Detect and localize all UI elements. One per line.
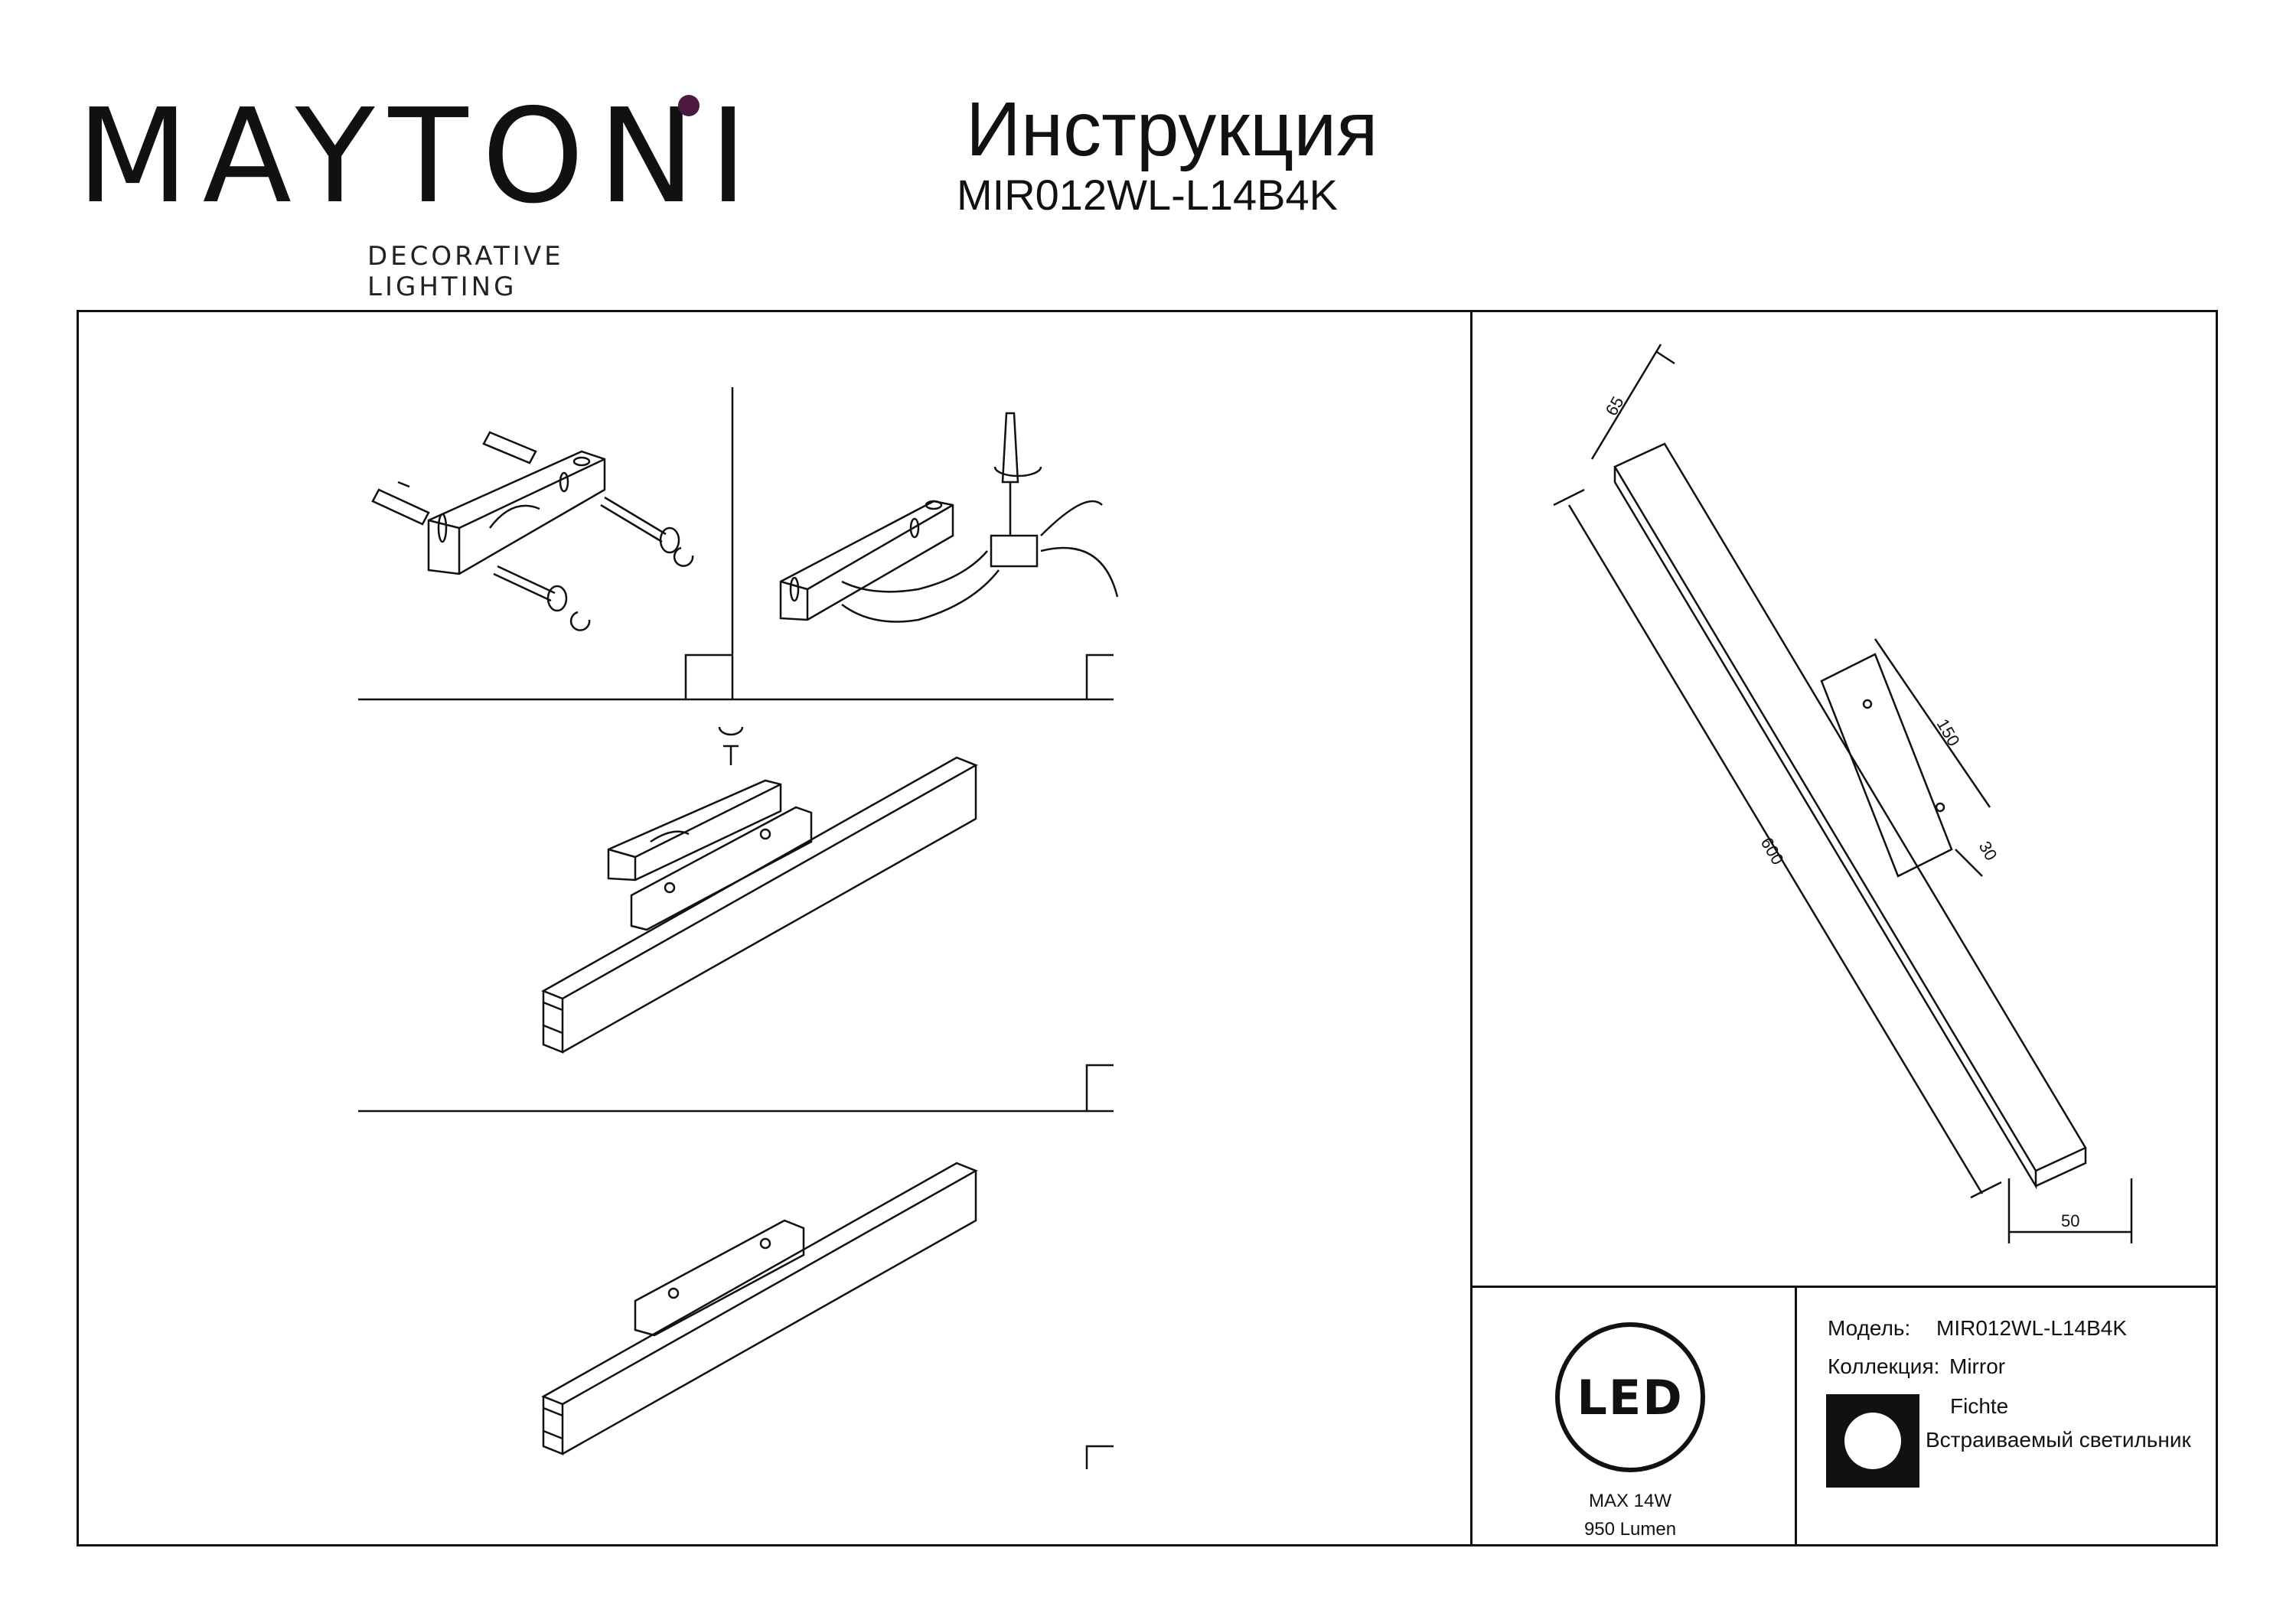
fixture-type: Встраиваемый светильник — [1926, 1428, 2191, 1452]
instruction-frame — [77, 310, 2218, 1546]
dim-width: 50 — [2061, 1211, 2079, 1230]
brand-tagline: DECORATIVE LIGHTING — [367, 241, 564, 302]
frame-divider-info — [1795, 1286, 1797, 1546]
step3-mount — [541, 726, 978, 1054]
collection-value: Mirror — [1949, 1354, 2006, 1378]
led-badge: LED — [1555, 1322, 1705, 1472]
spec-lumen: 950 Lumen — [1583, 1519, 1677, 1540]
step1-screws — [493, 496, 694, 631]
built-in-fixture-icon — [1826, 1394, 1919, 1488]
document-model: MIR012WL-L14B4K — [957, 171, 1339, 219]
dim-bracket-height: 30 — [1975, 838, 2001, 864]
step2-wiring — [779, 412, 1119, 623]
frame-divider-horizontal — [1470, 1286, 2218, 1288]
dim-bracket-length: 150 — [1933, 715, 1964, 749]
step4-final — [541, 1162, 978, 1455]
brand-logo-dot — [678, 95, 700, 116]
brand-name: MAYTONI — [77, 81, 762, 233]
step1-dowels — [371, 431, 537, 526]
document-title: Инструкция — [966, 86, 1378, 172]
dim-depth: 65 — [1602, 393, 1628, 419]
collection-label: Коллекция: — [1828, 1354, 1940, 1378]
spec-power: MAX 14W — [1588, 1491, 1672, 1511]
led-label: LED — [1577, 1369, 1684, 1426]
model-label: Модель: — [1828, 1316, 1911, 1340]
dimension-drawing — [1553, 344, 2133, 1243]
brand-logo: MAYTONI DECORATIVE LIGHTING — [77, 92, 748, 302]
model-value: MIR012WL-L14B4K — [1936, 1316, 2128, 1340]
frame-divider-vertical — [1470, 310, 1473, 1546]
step1-bracket — [427, 450, 606, 575]
fichte-label: Fichte — [1950, 1394, 2009, 1418]
